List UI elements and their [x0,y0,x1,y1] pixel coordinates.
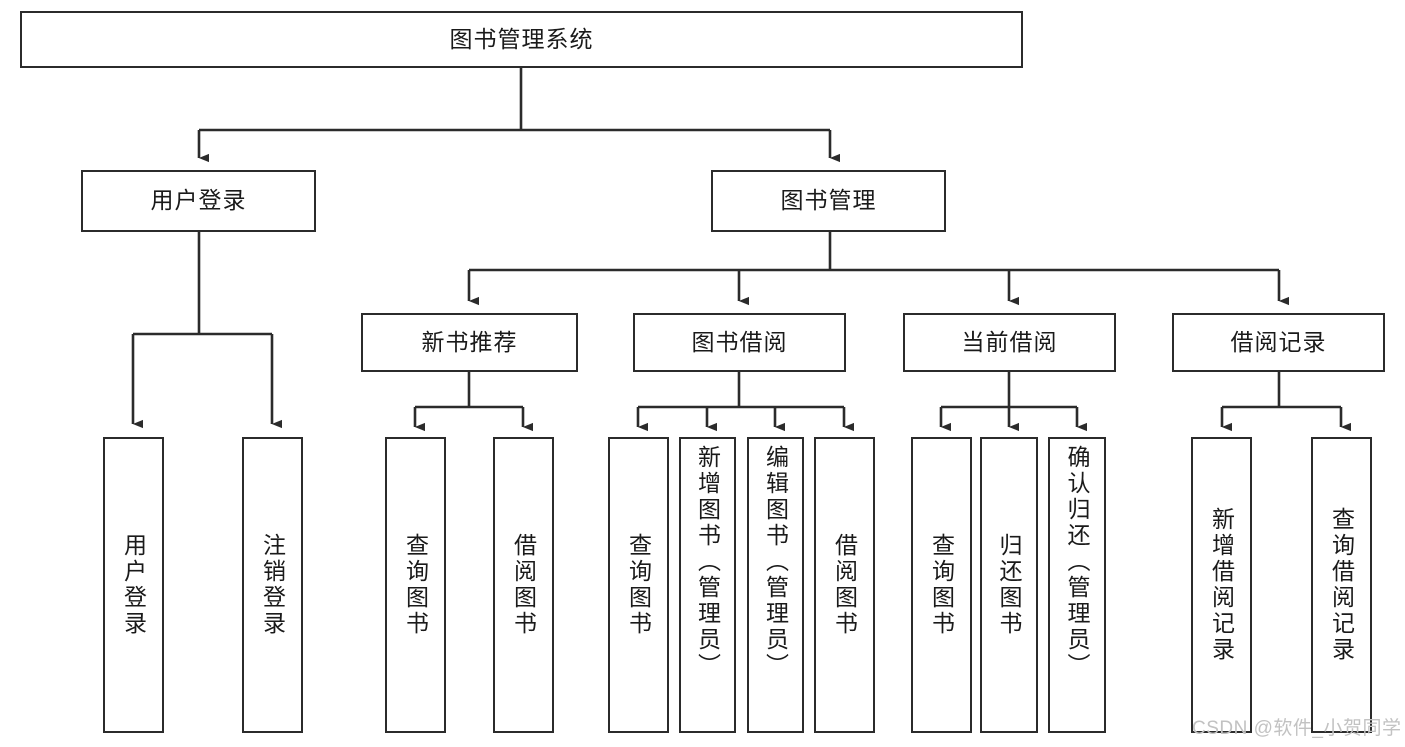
node-leaf-query-book-1[interactable]: 查询图书 [385,437,446,733]
node-leaf-user-login[interactable]: 用户登录 [103,437,164,733]
node-user-login[interactable]: 用户登录 [81,170,316,232]
node-leaf-borrow-book-2-label: 借阅图书 [831,533,858,637]
node-book-borrow-label: 图书借阅 [691,328,788,355]
node-leaf-query-record-label: 查询借阅记录 [1328,507,1355,663]
node-leaf-borrow-book-1[interactable]: 借阅图书 [493,437,554,733]
node-current-borrow[interactable]: 当前借阅 [903,313,1116,372]
node-book-manage-label: 图书管理 [780,187,877,214]
node-leaf-add-book-label: 新增图书（管理员） [694,445,721,679]
node-leaf-edit-book[interactable]: 编辑图书（管理员） [747,437,804,733]
node-new-book-recommend[interactable]: 新书推荐 [361,313,578,372]
node-book-manage[interactable]: 图书管理 [711,170,946,232]
node-leaf-add-record-label: 新增借阅记录 [1208,507,1235,663]
node-leaf-edit-book-label: 编辑图书（管理员） [762,445,789,679]
node-leaf-return-book-label: 归还图书 [996,533,1023,637]
node-leaf-add-book[interactable]: 新增图书（管理员） [679,437,736,733]
node-leaf-borrow-book-2[interactable]: 借阅图书 [814,437,875,733]
node-root[interactable]: 图书管理系统 [20,11,1023,68]
node-current-borrow-label: 当前借阅 [961,328,1058,355]
node-leaf-query-book-2-label: 查询图书 [625,533,652,637]
node-root-label: 图书管理系统 [449,25,594,52]
node-leaf-user-login-label: 用户登录 [120,533,147,637]
node-leaf-borrow-book-1-label: 借阅图书 [510,533,537,637]
node-leaf-query-book-1-label: 查询图书 [402,533,429,637]
node-leaf-query-book-2[interactable]: 查询图书 [608,437,669,733]
node-leaf-query-record[interactable]: 查询借阅记录 [1311,437,1372,733]
watermark: CSDN @软件_小贺同学 [1192,718,1402,739]
node-leaf-query-book-3-label: 查询图书 [928,533,955,637]
node-leaf-return-book[interactable]: 归还图书 [980,437,1038,733]
node-user-login-label: 用户登录 [150,187,247,214]
node-new-book-recommend-label: 新书推荐 [421,328,518,355]
node-leaf-logout[interactable]: 注销登录 [242,437,303,733]
node-book-borrow[interactable]: 图书借阅 [633,313,846,372]
node-borrow-record-label: 借阅记录 [1230,328,1327,355]
node-borrow-record[interactable]: 借阅记录 [1172,313,1385,372]
node-leaf-logout-label: 注销登录 [259,533,286,637]
node-leaf-query-book-3[interactable]: 查询图书 [911,437,972,733]
node-leaf-confirm-return-label: 确认归还（管理员） [1064,445,1091,679]
node-leaf-confirm-return[interactable]: 确认归还（管理员） [1048,437,1106,733]
node-leaf-add-record[interactable]: 新增借阅记录 [1191,437,1252,733]
